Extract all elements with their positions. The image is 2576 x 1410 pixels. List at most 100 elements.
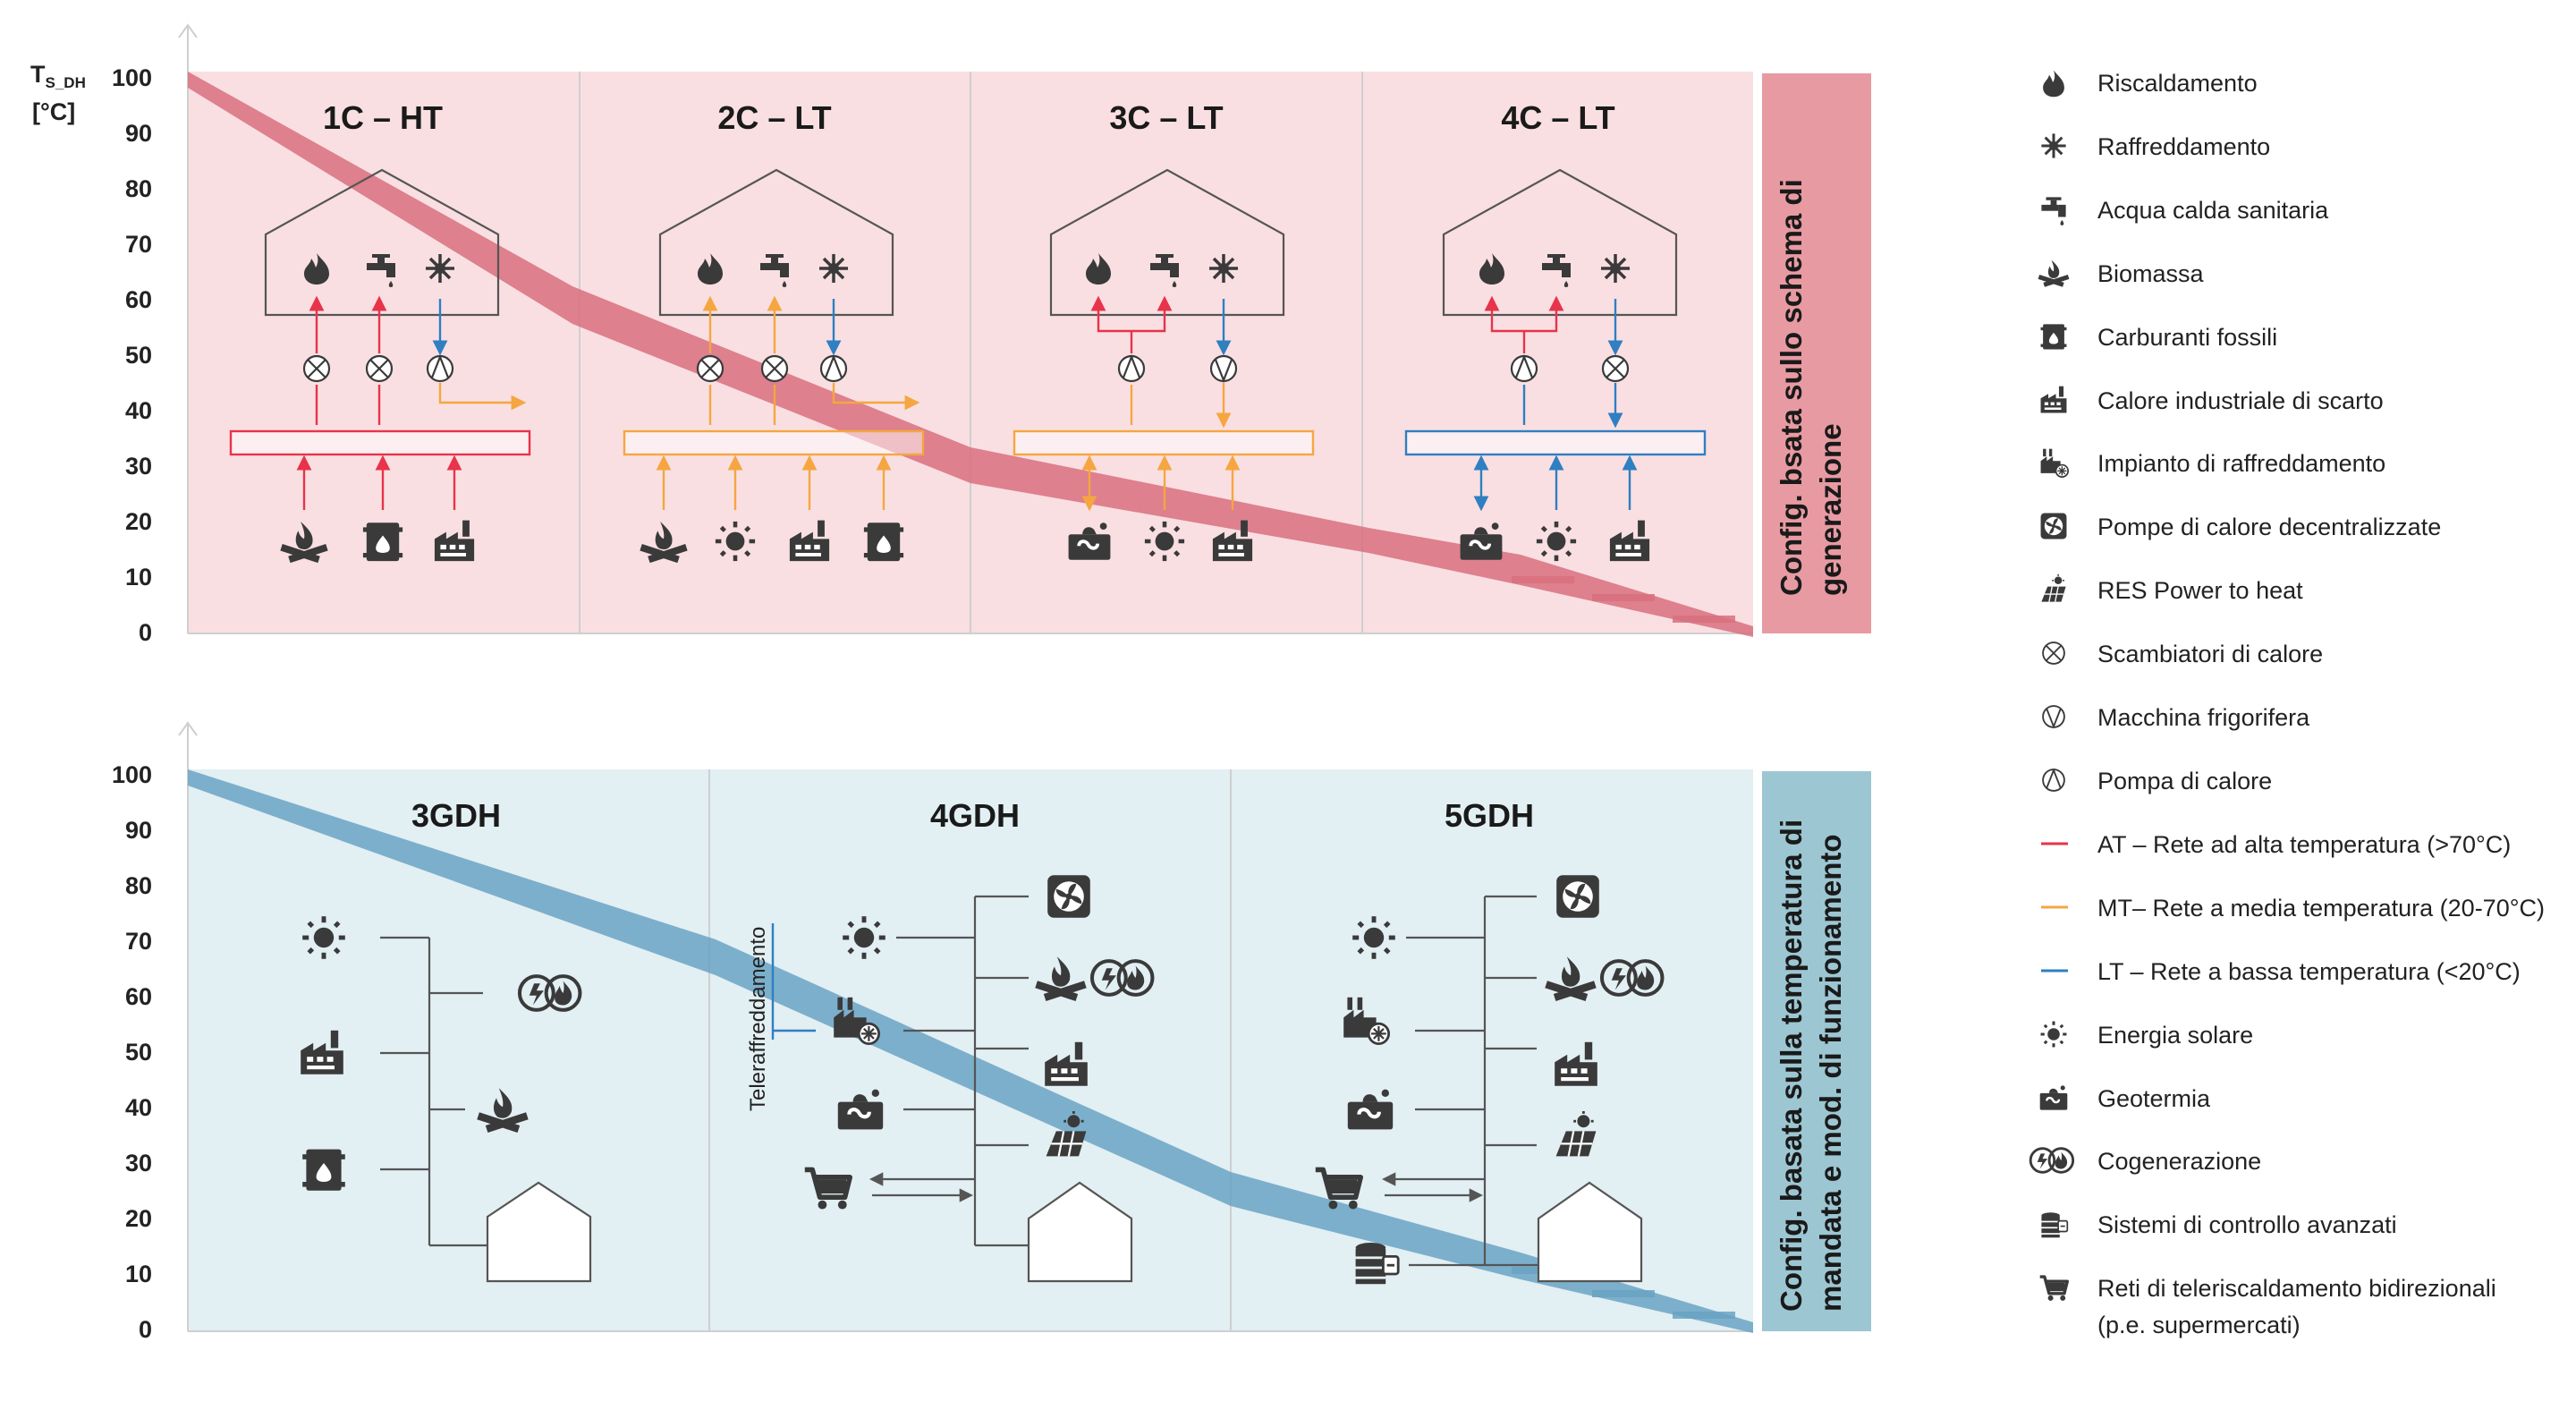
top-y-tick-0: 0	[139, 619, 152, 646]
legend-heat-exchanger-icon	[2042, 641, 2065, 665]
bottom-y-tick-90: 90	[125, 817, 152, 844]
scheme-3c-lt	[1013, 168, 1315, 561]
bottom-column-title-3: 5GDH	[1445, 797, 1534, 834]
legend-sun-icon	[2039, 1020, 2068, 1049]
bottom-y-tick-0: 0	[139, 1316, 152, 1343]
teleraffreddamento-label: Teleraffreddamento	[746, 927, 770, 1111]
legend-label-15: LT – Rete a bassa temperatura (<20°C)	[2097, 958, 2521, 985]
bottom-temperature-band	[188, 769, 1753, 1333]
top-y-tick-50: 50	[125, 342, 152, 369]
top-y-tick-60: 60	[125, 286, 152, 313]
heat-exchanger-icon	[760, 354, 789, 383]
fan-unit-icon	[1047, 875, 1090, 918]
legend-control-system-icon	[2040, 1211, 2069, 1239]
bottom-y-tick-80: 80	[125, 872, 152, 899]
top-column-title-4: 4C – LT	[1501, 99, 1614, 136]
bottom-column-title-2: 4GDH	[930, 797, 1020, 834]
legend-label-5: Carburanti fossili	[2097, 324, 2277, 351]
bottom-y-tick-40: 40	[125, 1094, 152, 1121]
bottom-y-tick-50: 50	[125, 1039, 152, 1066]
legend-label-10: Scambiatori di calore	[2097, 641, 2323, 667]
fuel-barrel-icon	[863, 522, 904, 562]
top-side-label-box	[1762, 73, 1871, 633]
heat-pump-icon	[1510, 354, 1538, 383]
top-y-tick-10: 10	[125, 564, 152, 590]
mt-network-bar	[1013, 429, 1315, 456]
legend-cart-icon	[2038, 1275, 2070, 1303]
heat-exchanger-icon	[365, 354, 394, 383]
legend-cogeneration-icon	[2029, 1147, 2075, 1174]
building-outline	[1537, 1181, 1643, 1283]
bottom-side-label-box	[1762, 771, 1871, 1331]
bottom-panel: Config. basata sulla temperatura di mand…	[112, 721, 1871, 1343]
legend-label-16: Energia solare	[2097, 1022, 2253, 1049]
legend-label-1: Riscaldamento	[2097, 70, 2258, 97]
top-column-title-1: 1C – HT	[323, 99, 443, 136]
heat-exchanger-icon	[1601, 354, 1630, 383]
legend-label-12: Pompa di calore	[2097, 768, 2272, 794]
legend-label-18: Cogenerazione	[2097, 1148, 2261, 1175]
legend-fan-unit-icon	[2040, 513, 2067, 539]
top-temperature-band	[188, 72, 1753, 637]
legend-label-8: Pompe di calore decentralizzate	[2097, 514, 2441, 540]
legend-flame-icon	[2043, 70, 2064, 98]
top-unit-label: [°C]	[32, 98, 75, 125]
heat-pump-icon	[426, 354, 454, 383]
heat-pump-icon	[1117, 354, 1146, 383]
scheme-4gdh: Teleraffreddamento	[746, 875, 1152, 1283]
top-y-tick-80: 80	[125, 175, 152, 202]
legend-biomass-icon	[2038, 259, 2070, 287]
legend-label-7: Impianto di raffreddamento	[2097, 450, 2385, 477]
legend-label-11: Macchina frigorifera	[2097, 704, 2310, 731]
legend-label-9: RES Power to heat	[2097, 577, 2303, 604]
legend-fuel-barrel-icon	[2040, 324, 2067, 350]
scheme-1c-ht	[229, 168, 531, 564]
building-outline	[486, 1181, 592, 1283]
top-column-title-2: 2C – LT	[717, 99, 831, 136]
legend-heat-pump-icon	[2042, 769, 2065, 792]
building-outline	[1049, 168, 1285, 317]
legend-label-14: MT– Rete a media temperatura (20-70°C)	[2097, 895, 2545, 922]
bottom-column-title-1: 3GDH	[411, 797, 501, 834]
scheme-2c-lt	[623, 168, 925, 563]
legend-tap-icon	[2041, 197, 2066, 225]
legend-snowflake-icon	[2039, 132, 2068, 160]
bottom-side-label-line2: mandata e mod. di funzionamento	[1814, 834, 1847, 1312]
chiller-icon	[1209, 354, 1238, 383]
bottom-y-tick-60: 60	[125, 983, 152, 1010]
legend: Riscaldamento Raffreddamento Acqua calda…	[2029, 70, 2545, 1338]
top-panel: Config. bsata sullo schema di generazion…	[30, 23, 1871, 646]
mt-network-bar	[623, 429, 925, 456]
legend-factory-icon	[2040, 386, 2067, 413]
bottom-y-tick-10: 10	[125, 1261, 152, 1287]
legend-solar-panel-icon	[2040, 573, 2067, 603]
scheme-3gdh	[301, 916, 592, 1283]
top-y-tick-100: 100	[112, 64, 152, 91]
building-outline	[1027, 1181, 1133, 1283]
legend-label-6: Calore industriale di scarto	[2097, 387, 2384, 414]
legend-label-20-line2: (p.e. supermercati)	[2097, 1312, 2301, 1338]
top-y-tick-70: 70	[125, 231, 152, 258]
bottom-y-tick-30: 30	[125, 1150, 152, 1176]
fuel-barrel-icon	[362, 522, 403, 562]
legend-label-19: Sistemi di controllo avanzati	[2097, 1211, 2397, 1238]
legend-label-20: Reti di teleriscaldamento bidirezionali	[2097, 1275, 2496, 1302]
legend-label-4: Biomassa	[2097, 260, 2205, 287]
bottom-side-label-line1: Config. basata sulla temperatura di	[1775, 820, 1808, 1312]
legend-label-2: Raffreddamento	[2097, 133, 2270, 160]
top-side-label-line1: Config. bsata sullo schema di	[1775, 179, 1808, 596]
heat-exchanger-icon	[696, 354, 724, 383]
building-outline	[264, 168, 500, 317]
top-column-title-3: 3C – LT	[1109, 99, 1223, 136]
top-unit-symbol: TS_DH	[30, 61, 86, 91]
top-y-tick-40: 40	[125, 397, 152, 424]
legend-cooling-plant-icon	[2039, 447, 2069, 479]
teleraffreddamento-bracket	[771, 923, 816, 1040]
fan-unit-icon	[1556, 875, 1599, 918]
top-y-tick-90: 90	[125, 120, 152, 147]
scheme-4c-lt	[1404, 168, 1707, 561]
legend-label-3: Acqua calda sanitaria	[2097, 197, 2329, 224]
top-y-tick-30: 30	[125, 453, 152, 480]
